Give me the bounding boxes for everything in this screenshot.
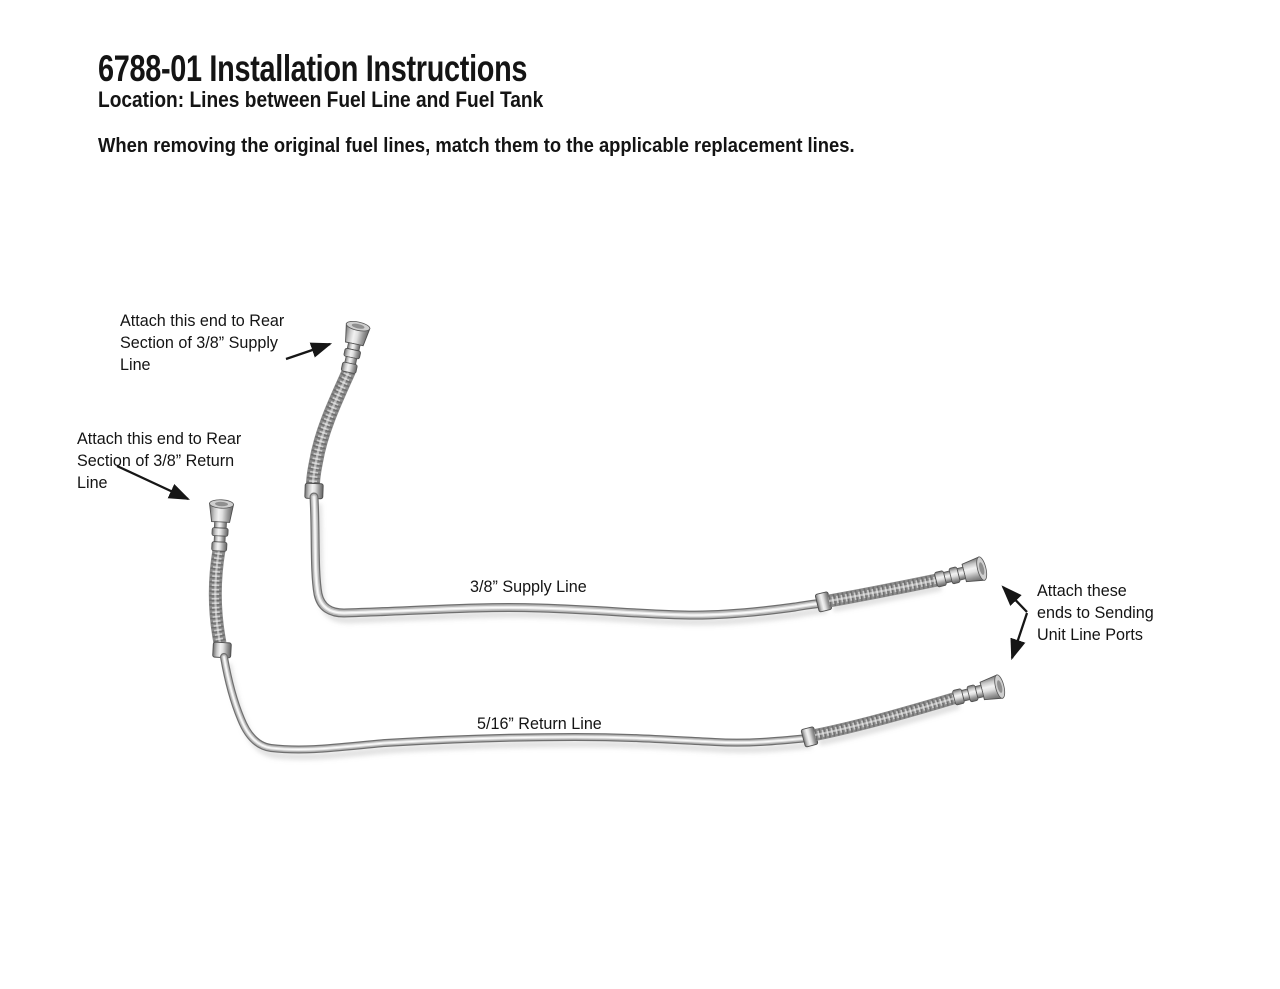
return-metal-tube [220,653,812,754]
page-title: 6788-01 Installation Instructions [98,48,528,89]
tube-highlight [313,496,824,616]
callout-return-rear: Attach this end to Rear Section of 3/8” … [77,428,241,494]
shadow-supply-tube [314,503,828,626]
supply-front-fitting-nut [932,555,990,593]
braid-sheen [814,697,956,736]
callout-line: Attach this end to Rear [120,311,285,330]
return-rear-braided-hose [208,548,227,645]
arrow-sending-unit-lower [1010,612,1029,661]
supply-line-photo [304,319,990,620]
supply-front-braided-hose [827,573,939,608]
braid-sheen [214,549,222,644]
supply-rear-fitting-nut [336,319,372,376]
return-front-braided-hose [813,692,957,741]
instruction-text: When removing the original fuel lines, m… [98,135,855,157]
callout-line: Section of 3/8” Return [77,451,235,470]
tube-shade [309,492,828,620]
arrow-return-rear [116,464,190,501]
tube-light [312,495,825,617]
return-line-photo [206,498,1008,754]
return-front-fitting-nut [950,673,1008,711]
supply-rear-braided-hose [306,368,356,486]
callout-line: Attach this end to Rear [77,429,242,448]
tube-highlight [223,656,809,751]
callout-line: ends to Sending [1037,603,1154,622]
label-supply-line: 3/8” Supply Line [470,577,587,596]
tube-mid [221,654,811,753]
callout-line: Attach these [1037,581,1127,600]
callout-line: Unit Line Ports [1037,625,1143,644]
callout-line: Line [120,355,151,374]
shadow-supply-braid [832,583,942,612]
braid-sheen [828,578,938,603]
supply-metal-tube [309,492,828,620]
label-return-line: 5/16” Return Line [477,714,602,733]
callout-line: Line [77,473,108,492]
location-subtitle: Location: Lines between Fuel Line and Fu… [98,87,544,112]
arrow-supply-rear [285,342,333,361]
return-rear-fitting-nut [206,498,235,553]
callout-arrows [116,342,1029,661]
arrow-sending-unit-upper [1001,585,1028,613]
tube-mid [310,493,827,619]
callout-supply-rear: Attach this end to Rear Section of 3/8” … [120,310,284,376]
braid-sheen [311,370,351,486]
callout-line: Section of 3/8” Supply [120,333,279,352]
callout-sending-unit: Attach these ends to Sending Unit Line P… [1037,580,1154,646]
shadow-return-braid [818,701,961,746]
